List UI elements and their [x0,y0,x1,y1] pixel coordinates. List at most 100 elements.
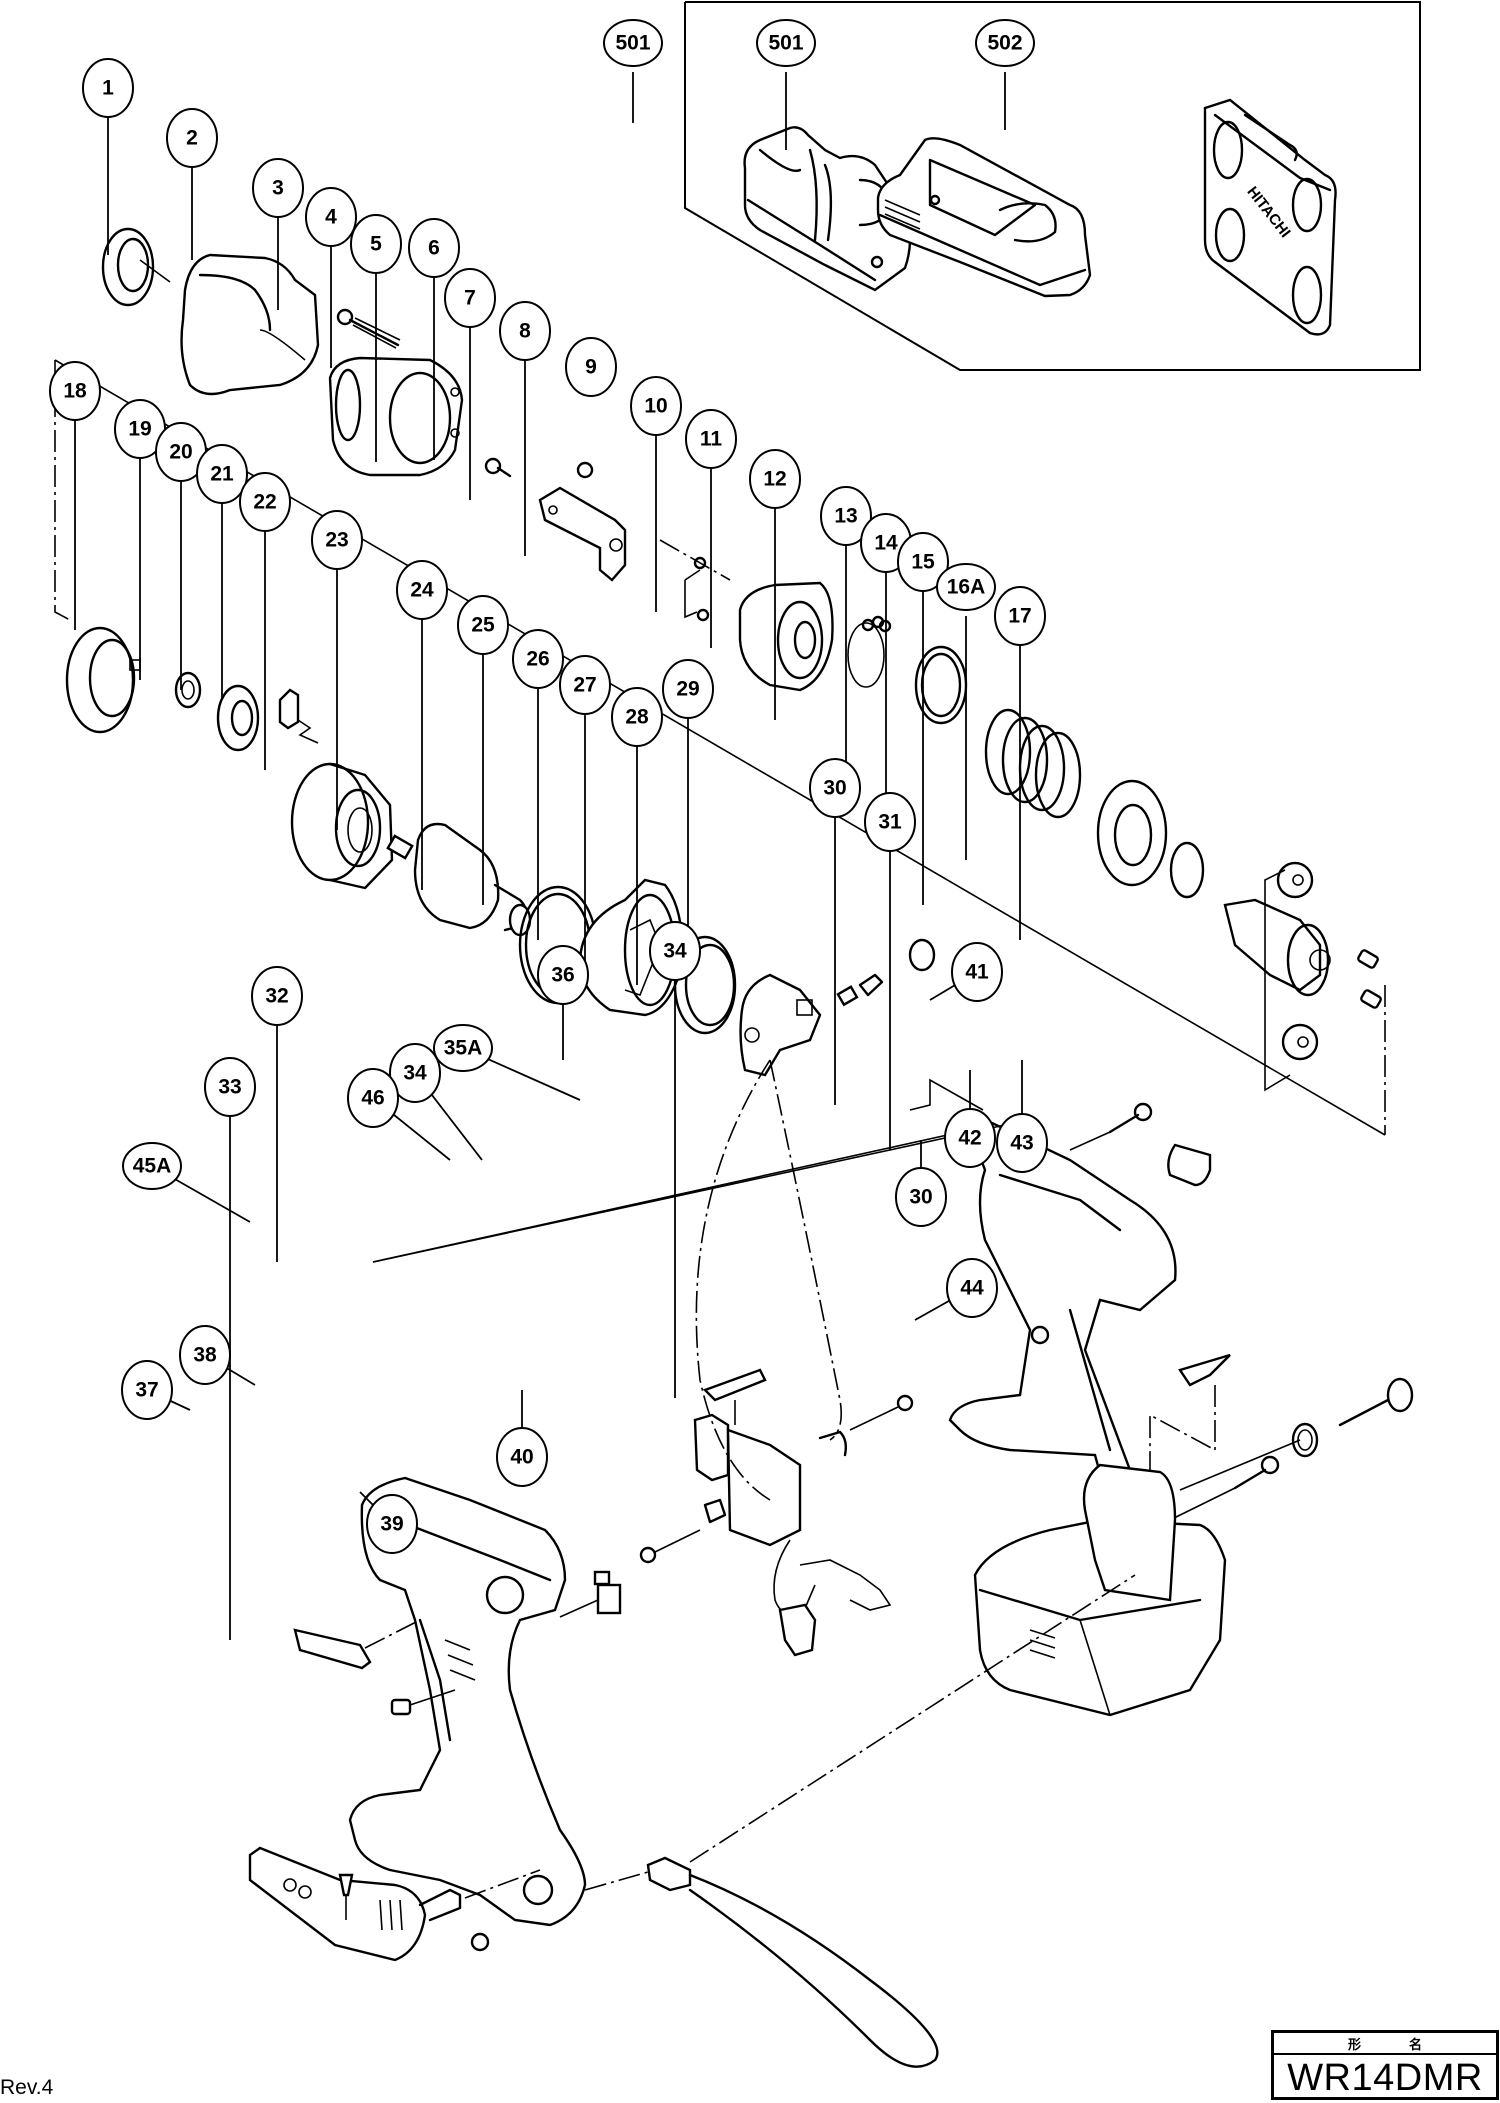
part-7-anvil [538,486,627,582]
callout-24: 24 [396,560,448,890]
callout-12: 12 [749,449,801,720]
revision-label: Rev.4 [0,2076,54,2099]
accessory-box [684,1,1421,371]
callout-label: 44 [960,1277,984,1300]
part-6-plunger [576,461,594,479]
callout-bubble [251,966,303,1026]
callout-label: 3 [272,177,284,200]
part-20-bearing [216,684,260,752]
callout-bubble [603,19,663,67]
callout-bubble [685,409,737,469]
callout-7: 7 [444,268,496,500]
callout-label: 24 [410,579,434,602]
part-36-terminal-plate [702,1368,767,1425]
part-4-hammer-case [328,356,464,477]
title-block: 形 名 WR14DMR [1271,2030,1499,2100]
part-38-screw [338,1873,354,1920]
callout-label: 21 [210,463,234,486]
left-housing [348,1476,587,1927]
callout-label: 36 [551,964,574,987]
callout-label: 5 [370,233,382,256]
callout-bubble [350,214,402,274]
charger-flat-type [876,137,1092,298]
callout-bubble [408,218,460,278]
callout-bubble [457,595,509,655]
callout-bubble [239,472,291,532]
callout-label: 14 [874,532,898,555]
callout-bubble [512,629,564,689]
accessory-frame [684,1,1421,371]
callout-29: 29 [662,659,714,940]
callout-bubble [499,301,551,361]
callout-bubble [996,1113,1048,1173]
callout-5: 5 [350,214,402,462]
part-42-spring [1291,1422,1319,1458]
callout-label: 501 [615,32,650,55]
part-33-name-plate [293,1619,421,1670]
callout-bubble [179,1325,231,1385]
part-45a-lamp-cover [390,1689,456,1716]
callout-bubble [864,792,916,852]
part-19-washer [174,671,202,709]
callout-33: 33 [204,1057,256,1640]
part-46-switch-lever [559,1570,622,1618]
callout-10: 10 [630,376,682,612]
callout-label: 25 [471,614,495,637]
right-housing [909,1078,1177,1585]
callout-42: 42 [944,1070,996,1168]
part-29-brush-cap [908,938,936,972]
part-2-cover [180,253,320,396]
carrying-case: HITACHI [1203,98,1337,336]
callout-3: 3 [252,158,304,310]
callout-label: 28 [625,706,649,729]
callout-label: 2 [186,127,198,150]
part-31-cover [1167,1143,1212,1187]
callout-41: 41 [929,942,1003,1002]
callout-label: 33 [218,1076,241,1099]
part-35a-switch [693,1413,892,1657]
callout-bubble [944,1108,996,1168]
callout-label: 18 [63,380,87,403]
callout-bubble [366,1494,418,1554]
callout-13: 13 [820,486,872,780]
callout-bubble [396,560,448,620]
callout-label: 16A [947,576,986,599]
callout-label: 38 [193,1344,217,1367]
part-13-washer [1096,779,1168,887]
part-1-front-cap [101,227,171,307]
callout-45a: 45A [122,1142,251,1223]
part-32-leader-lines [372,1124,1006,1263]
callout-40: 40 [496,1390,548,1487]
callout-label: 37 [135,1379,158,1402]
callout-label: 30 [823,777,846,800]
callout-bubble [204,1057,256,1117]
callout-bubble [49,361,101,421]
callout-label: 4 [325,206,337,229]
callout-bubble [121,1360,173,1420]
callout-1: 1 [82,58,134,255]
callout-label: 11 [700,428,723,451]
callout-bubble [897,532,949,592]
callout-15: 15 [897,532,949,905]
part-9-hammer [738,581,834,692]
part-21-pin [278,688,319,744]
callout-label: 502 [987,32,1022,55]
part-30-screw-bottom [1169,1455,1280,1521]
callout-label: 41 [965,961,989,984]
callout-bubble [444,268,496,328]
callout-8: 8 [499,301,551,556]
callout-bubble [166,108,218,168]
callout-label: 13 [834,505,857,528]
callout-label: 7 [464,287,476,310]
callout-bubble [749,449,801,509]
callout-bubble [389,1043,441,1103]
callout-34: 34 [389,1043,483,1161]
callout-label: 8 [519,320,531,343]
title-block-header-char-1: 形 [1347,2037,1361,2053]
callout-label: 32 [265,985,288,1008]
callout-9: 9 [565,337,617,397]
callout-38: 38 [179,1325,256,1386]
callout-bubble [756,19,816,67]
